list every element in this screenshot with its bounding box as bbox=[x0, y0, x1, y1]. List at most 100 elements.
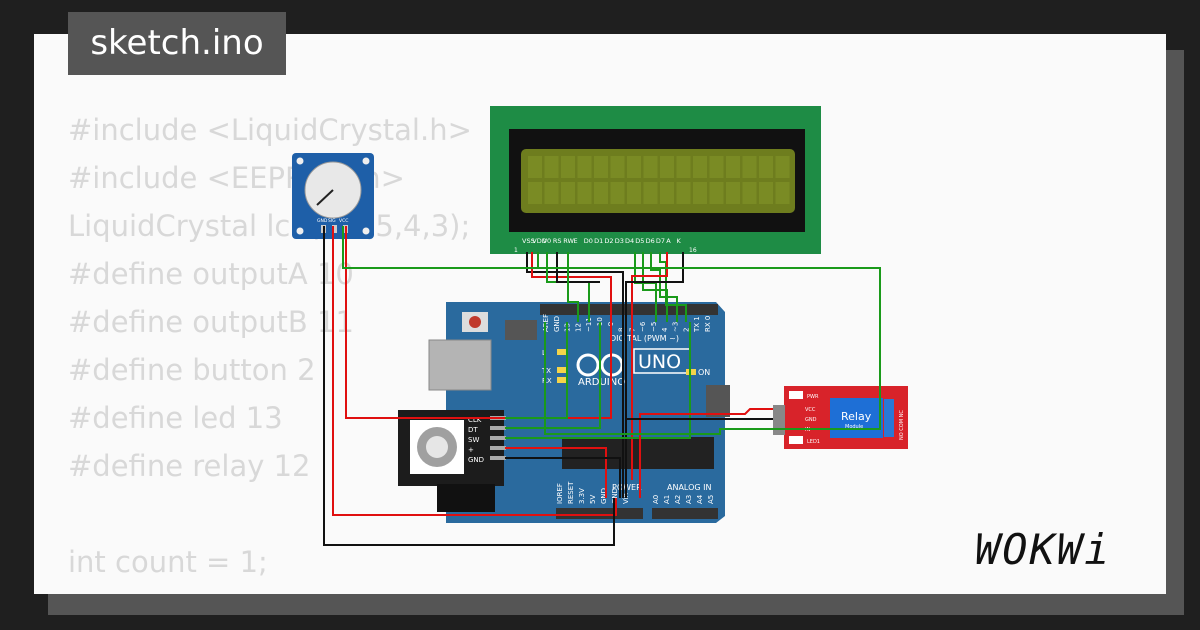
code-line: #include <LiquidCrystal.h> bbox=[68, 113, 472, 147]
encoder-pin-label: + bbox=[468, 446, 474, 454]
pot-knob-indicator bbox=[316, 189, 334, 206]
power-pin-label: RESET bbox=[567, 481, 575, 504]
lcd-cell bbox=[742, 156, 757, 178]
lcd-cell bbox=[528, 156, 542, 178]
wire-lcd-e[interactable] bbox=[567, 252, 579, 322]
wire-enc-dt[interactable] bbox=[505, 322, 601, 429]
lcd-pin-first: 1 bbox=[514, 247, 518, 254]
encoder-pin-label: GND bbox=[468, 456, 484, 464]
digital-pin-label: ~6 bbox=[639, 321, 647, 332]
wire-relay-vcc[interactable] bbox=[639, 408, 773, 498]
lcd-cell bbox=[577, 156, 592, 178]
lcd-pin-label: K bbox=[677, 237, 682, 245]
arduino-brand: ARDUINO bbox=[578, 377, 625, 388]
power-pin-label: GND bbox=[600, 488, 608, 504]
wire-enc-clk[interactable] bbox=[505, 322, 568, 419]
wire-lcd-rw[interactable] bbox=[556, 252, 600, 283]
wire-pot-gnd[interactable] bbox=[323, 226, 615, 546]
digital-label: DIGITAL (PWM ~) bbox=[610, 334, 679, 343]
lcd-cell bbox=[676, 156, 691, 178]
power-pin-label: Vin bbox=[622, 493, 630, 504]
lcd-pin-label: VDD bbox=[532, 237, 546, 245]
lcd-cell bbox=[726, 156, 740, 178]
relay-title: Relay bbox=[841, 410, 872, 423]
arduino-model: UNO bbox=[638, 351, 681, 373]
analog-pin-label: A1 bbox=[663, 495, 671, 504]
wire-lcd-a[interactable] bbox=[631, 252, 668, 480]
right-header bbox=[706, 385, 730, 417]
wire-lcd-vdd[interactable] bbox=[345, 226, 612, 419]
lcd-pin-label: D7 bbox=[656, 237, 665, 245]
wire-lcd-d7[interactable] bbox=[659, 252, 687, 322]
lcd-pin-label: D3 bbox=[615, 237, 624, 245]
status-led bbox=[557, 349, 567, 355]
analog-pin-label: A2 bbox=[674, 495, 682, 504]
power-header bbox=[556, 508, 643, 519]
relay-gnd-label: GND bbox=[805, 417, 817, 423]
file-tab-label: sketch.ino bbox=[90, 23, 264, 63]
relay-pwr-label: PWR bbox=[807, 394, 819, 400]
lcd-pin-last: 16 bbox=[689, 247, 697, 254]
wokwi-logo: WOKWi bbox=[975, 522, 1155, 578]
file-tab[interactable]: sketch.ino bbox=[68, 12, 286, 75]
lcd-pin-label: V0 bbox=[543, 237, 552, 245]
relay-terminal-label: NO COM NC bbox=[899, 410, 905, 440]
reset-button-cap bbox=[469, 316, 481, 328]
digital-header bbox=[540, 304, 718, 315]
wire-pot-vcc[interactable] bbox=[332, 226, 617, 516]
lcd-cell bbox=[627, 156, 641, 178]
icsp-header bbox=[505, 320, 537, 340]
wire-enc-gnd[interactable] bbox=[505, 457, 621, 498]
usb-port bbox=[428, 339, 492, 391]
relay-status-led bbox=[789, 436, 803, 444]
wire-relay-in[interactable] bbox=[544, 322, 773, 435]
lcd-pin-label: RS bbox=[553, 237, 562, 245]
relay-module[interactable]: Relay Module PWR LED1 VCC GND IN NO COM … bbox=[773, 386, 908, 449]
encoder-pin bbox=[490, 446, 506, 450]
pot-mount-hole-1 bbox=[296, 157, 304, 165]
code-line: #define outputB 11 bbox=[68, 305, 354, 339]
encoder-pin-label: CLK bbox=[468, 416, 482, 424]
encoder-knob[interactable] bbox=[426, 436, 448, 458]
on-label: ON bbox=[698, 368, 710, 377]
code-line: #define button 2 bbox=[68, 353, 316, 387]
lcd-cell bbox=[775, 156, 790, 178]
relay-led-label: LED1 bbox=[807, 439, 820, 445]
digital-pin-label: 12 bbox=[574, 323, 582, 332]
lcd-cell bbox=[660, 156, 674, 178]
status-led-label: RX bbox=[542, 377, 552, 385]
lcd-pin-label: D0 bbox=[584, 237, 593, 245]
power-label: POWER bbox=[612, 483, 642, 492]
pot-pin-label: GND bbox=[317, 218, 328, 224]
power-pin-label: GND bbox=[611, 488, 619, 504]
pot-pin-label: VCC bbox=[339, 218, 348, 224]
lcd-cell bbox=[726, 182, 740, 204]
lcd-cell bbox=[709, 182, 724, 204]
digital-pin-label: ~3 bbox=[672, 322, 680, 332]
relay-pins bbox=[773, 405, 785, 435]
wire-lcd-vss[interactable] bbox=[526, 252, 624, 498]
arduino-uno-board[interactable]: ARDUINO UNO DIGITAL (PWM ~) ON POWER ANA… bbox=[428, 302, 730, 523]
digital-pin-label: 8 bbox=[618, 328, 626, 332]
lcd-cell bbox=[660, 182, 674, 204]
lcd-pin-label: RW bbox=[563, 237, 574, 245]
lcd-cell bbox=[594, 156, 608, 178]
encoder-pin bbox=[490, 426, 506, 430]
lcd-pin-label: VSS bbox=[522, 237, 535, 245]
lcd-pin-label: D6 bbox=[646, 237, 655, 245]
encoder-pin-label: SW bbox=[468, 436, 479, 444]
wire-enc-sw[interactable] bbox=[505, 322, 691, 439]
wire-pot-to-arduino[interactable] bbox=[343, 267, 881, 430]
lcd-pin-label: D5 bbox=[635, 237, 644, 245]
lcd-cell bbox=[561, 156, 575, 178]
power-pin-label: 3.3V bbox=[578, 488, 586, 504]
wire-enc-plus[interactable] bbox=[505, 447, 607, 498]
encoder-pin bbox=[490, 456, 506, 460]
relay-terminal bbox=[884, 399, 894, 437]
digital-pin-label: ~11 bbox=[585, 317, 593, 332]
